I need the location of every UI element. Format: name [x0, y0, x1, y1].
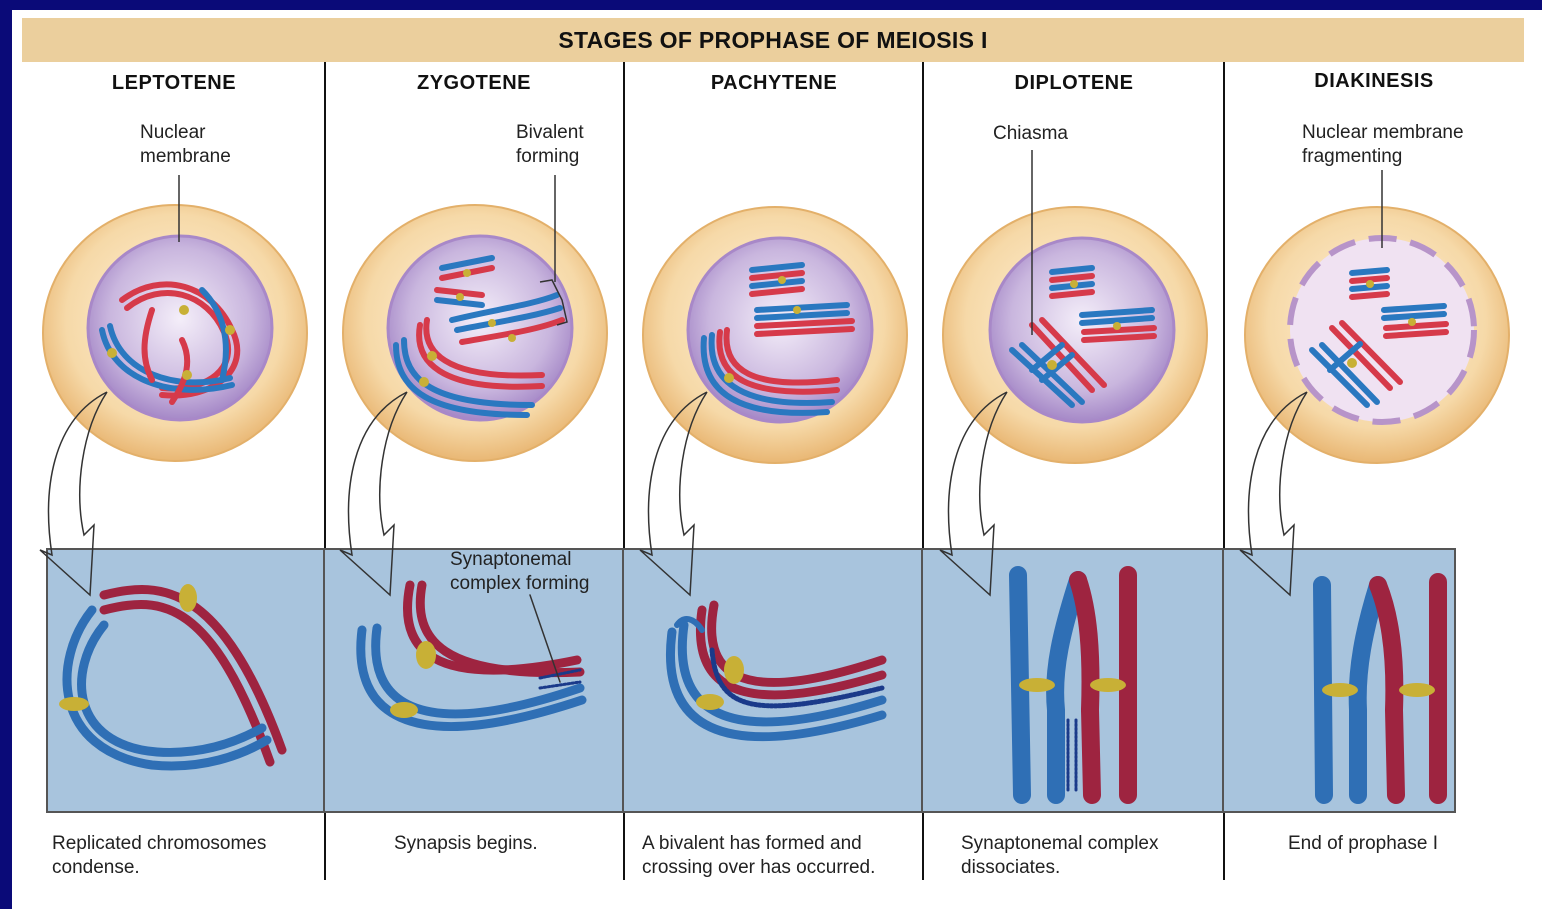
diagram-sheet: STAGES OF PROPHASE OF MEIOSIS I LEPTOTEN…	[12, 10, 1542, 909]
cell-diplotene	[943, 150, 1207, 463]
cell-diakinesis	[1245, 170, 1509, 463]
detail-leptotene	[59, 584, 282, 766]
detail-diplotene	[1018, 575, 1128, 795]
nuclear-membrane-label: Nuclear membrane	[140, 121, 231, 169]
detail-diakinesis	[1322, 582, 1438, 795]
cell-leptotene	[43, 175, 307, 461]
caption-zygotene: Synapsis begins.	[394, 832, 538, 856]
cell-pachytene	[643, 207, 907, 463]
caption-diplotene: Synaptonemal complex dissociates.	[961, 832, 1159, 880]
bivalent-forming-label: Bivalent forming	[516, 121, 584, 169]
nuclear-membrane-fragmenting-label: Nuclear membrane fragmenting	[1302, 121, 1464, 169]
chiasma-label: Chiasma	[993, 122, 1068, 146]
detail-pachytene	[670, 605, 882, 737]
synaptonemal-complex-forming-label: Synaptonemal complex forming	[450, 548, 589, 596]
caption-diakinesis: End of prophase I	[1288, 832, 1438, 856]
cell-zygotene	[343, 175, 607, 461]
caption-pachytene: A bivalent has formed and crossing over …	[642, 832, 875, 880]
detail-zygotene	[361, 585, 582, 726]
caption-leptotene: Replicated chromosomes condense.	[52, 832, 266, 880]
